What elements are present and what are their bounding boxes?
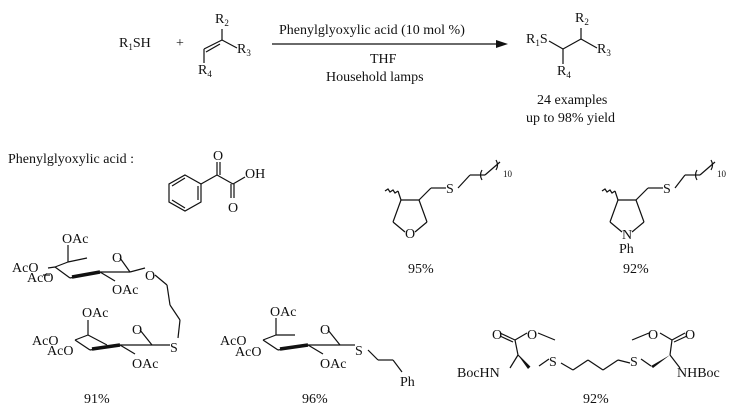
pyrrolidine-ph: Ph <box>619 242 634 257</box>
glc2-aco-4: AcO <box>32 334 58 349</box>
glc-ph: Ph <box>400 375 415 390</box>
cys-right-s: S <box>630 355 638 370</box>
r-sub: 1 <box>128 42 133 52</box>
r-label: R <box>119 36 129 51</box>
yield-92-cysteine: 92% <box>583 392 609 407</box>
glc-ring-o: O <box>320 323 330 338</box>
alkene-r2: R2 <box>215 12 229 28</box>
glc-aco-4: AcO <box>220 334 246 349</box>
cys-left-s: S <box>549 355 557 370</box>
catalyst-label: Phenylglyoxylic acid : <box>8 152 134 167</box>
glc-s: S <box>355 344 363 359</box>
pyrrolidine-n: N <box>622 228 632 243</box>
yield-95: 95% <box>408 262 434 277</box>
product-r1s: R1S <box>526 32 548 48</box>
thf-s: S <box>446 182 454 197</box>
glc2-oac-2: OAc <box>132 357 158 372</box>
plus-sign: + <box>176 36 184 51</box>
glc-oac-6: OAc <box>270 305 296 320</box>
pyrrolidine-s: S <box>663 182 671 197</box>
pyrrolidine-repeat: 10 <box>717 169 727 179</box>
glc1-aco-3: AcO <box>27 271 53 286</box>
alkene-r3: R3 <box>237 42 251 58</box>
thf-repeat: 10 <box>503 169 513 179</box>
catalyst-o-top: O <box>213 149 223 164</box>
glc2-oac-6: OAc <box>82 306 108 321</box>
yield-96: 96% <box>302 392 328 407</box>
thf-o: O <box>405 227 415 242</box>
glc2-aco-3: AcO <box>47 344 73 359</box>
catalyst-oh: OH <box>245 167 265 182</box>
glc2-ring-o: O <box>132 323 142 338</box>
glc1-aco-4: AcO <box>12 261 38 276</box>
catalyst-o-bottom: O <box>228 201 238 216</box>
glc1-oac-6: OAc <box>62 232 88 247</box>
glc1-oac-2: OAc <box>112 283 138 298</box>
product-r4: R4 <box>557 64 571 80</box>
glc-aco-3: AcO <box>235 345 261 360</box>
condition-solvent: THF <box>370 52 397 67</box>
glc1-anomeric-o: O <box>145 269 155 284</box>
glc-oac-2: OAc <box>320 357 346 372</box>
yield-91: 91% <box>84 392 110 407</box>
cys-left-carbonyl-o: O <box>492 328 502 343</box>
cys-right-carbonyl-o: O <box>685 328 695 343</box>
glc1-ring-o: O <box>112 251 122 266</box>
product-r2: R2 <box>575 11 589 27</box>
cys-left-ester-o: O <box>527 328 537 343</box>
condition-catalyst: Phenylglyoxylic acid (10 mol %) <box>279 23 465 38</box>
sh-label: SH <box>132 36 151 51</box>
summary-examples: 24 examples <box>537 93 608 108</box>
reactant-thiol: R1SH <box>119 36 151 52</box>
glc2-s: S <box>170 341 178 356</box>
condition-light: Household lamps <box>326 70 424 85</box>
alkene-r4: R4 <box>198 63 212 79</box>
cys-right-nhboc: NHBoc <box>677 366 720 381</box>
yield-92-pyrrolidine: 92% <box>623 262 649 277</box>
cys-left-bochn: BocHN <box>457 366 500 381</box>
product-r3: R3 <box>597 42 611 58</box>
summary-yield: up to 98% yield <box>526 111 616 126</box>
cys-right-ester-o: O <box>648 328 658 343</box>
